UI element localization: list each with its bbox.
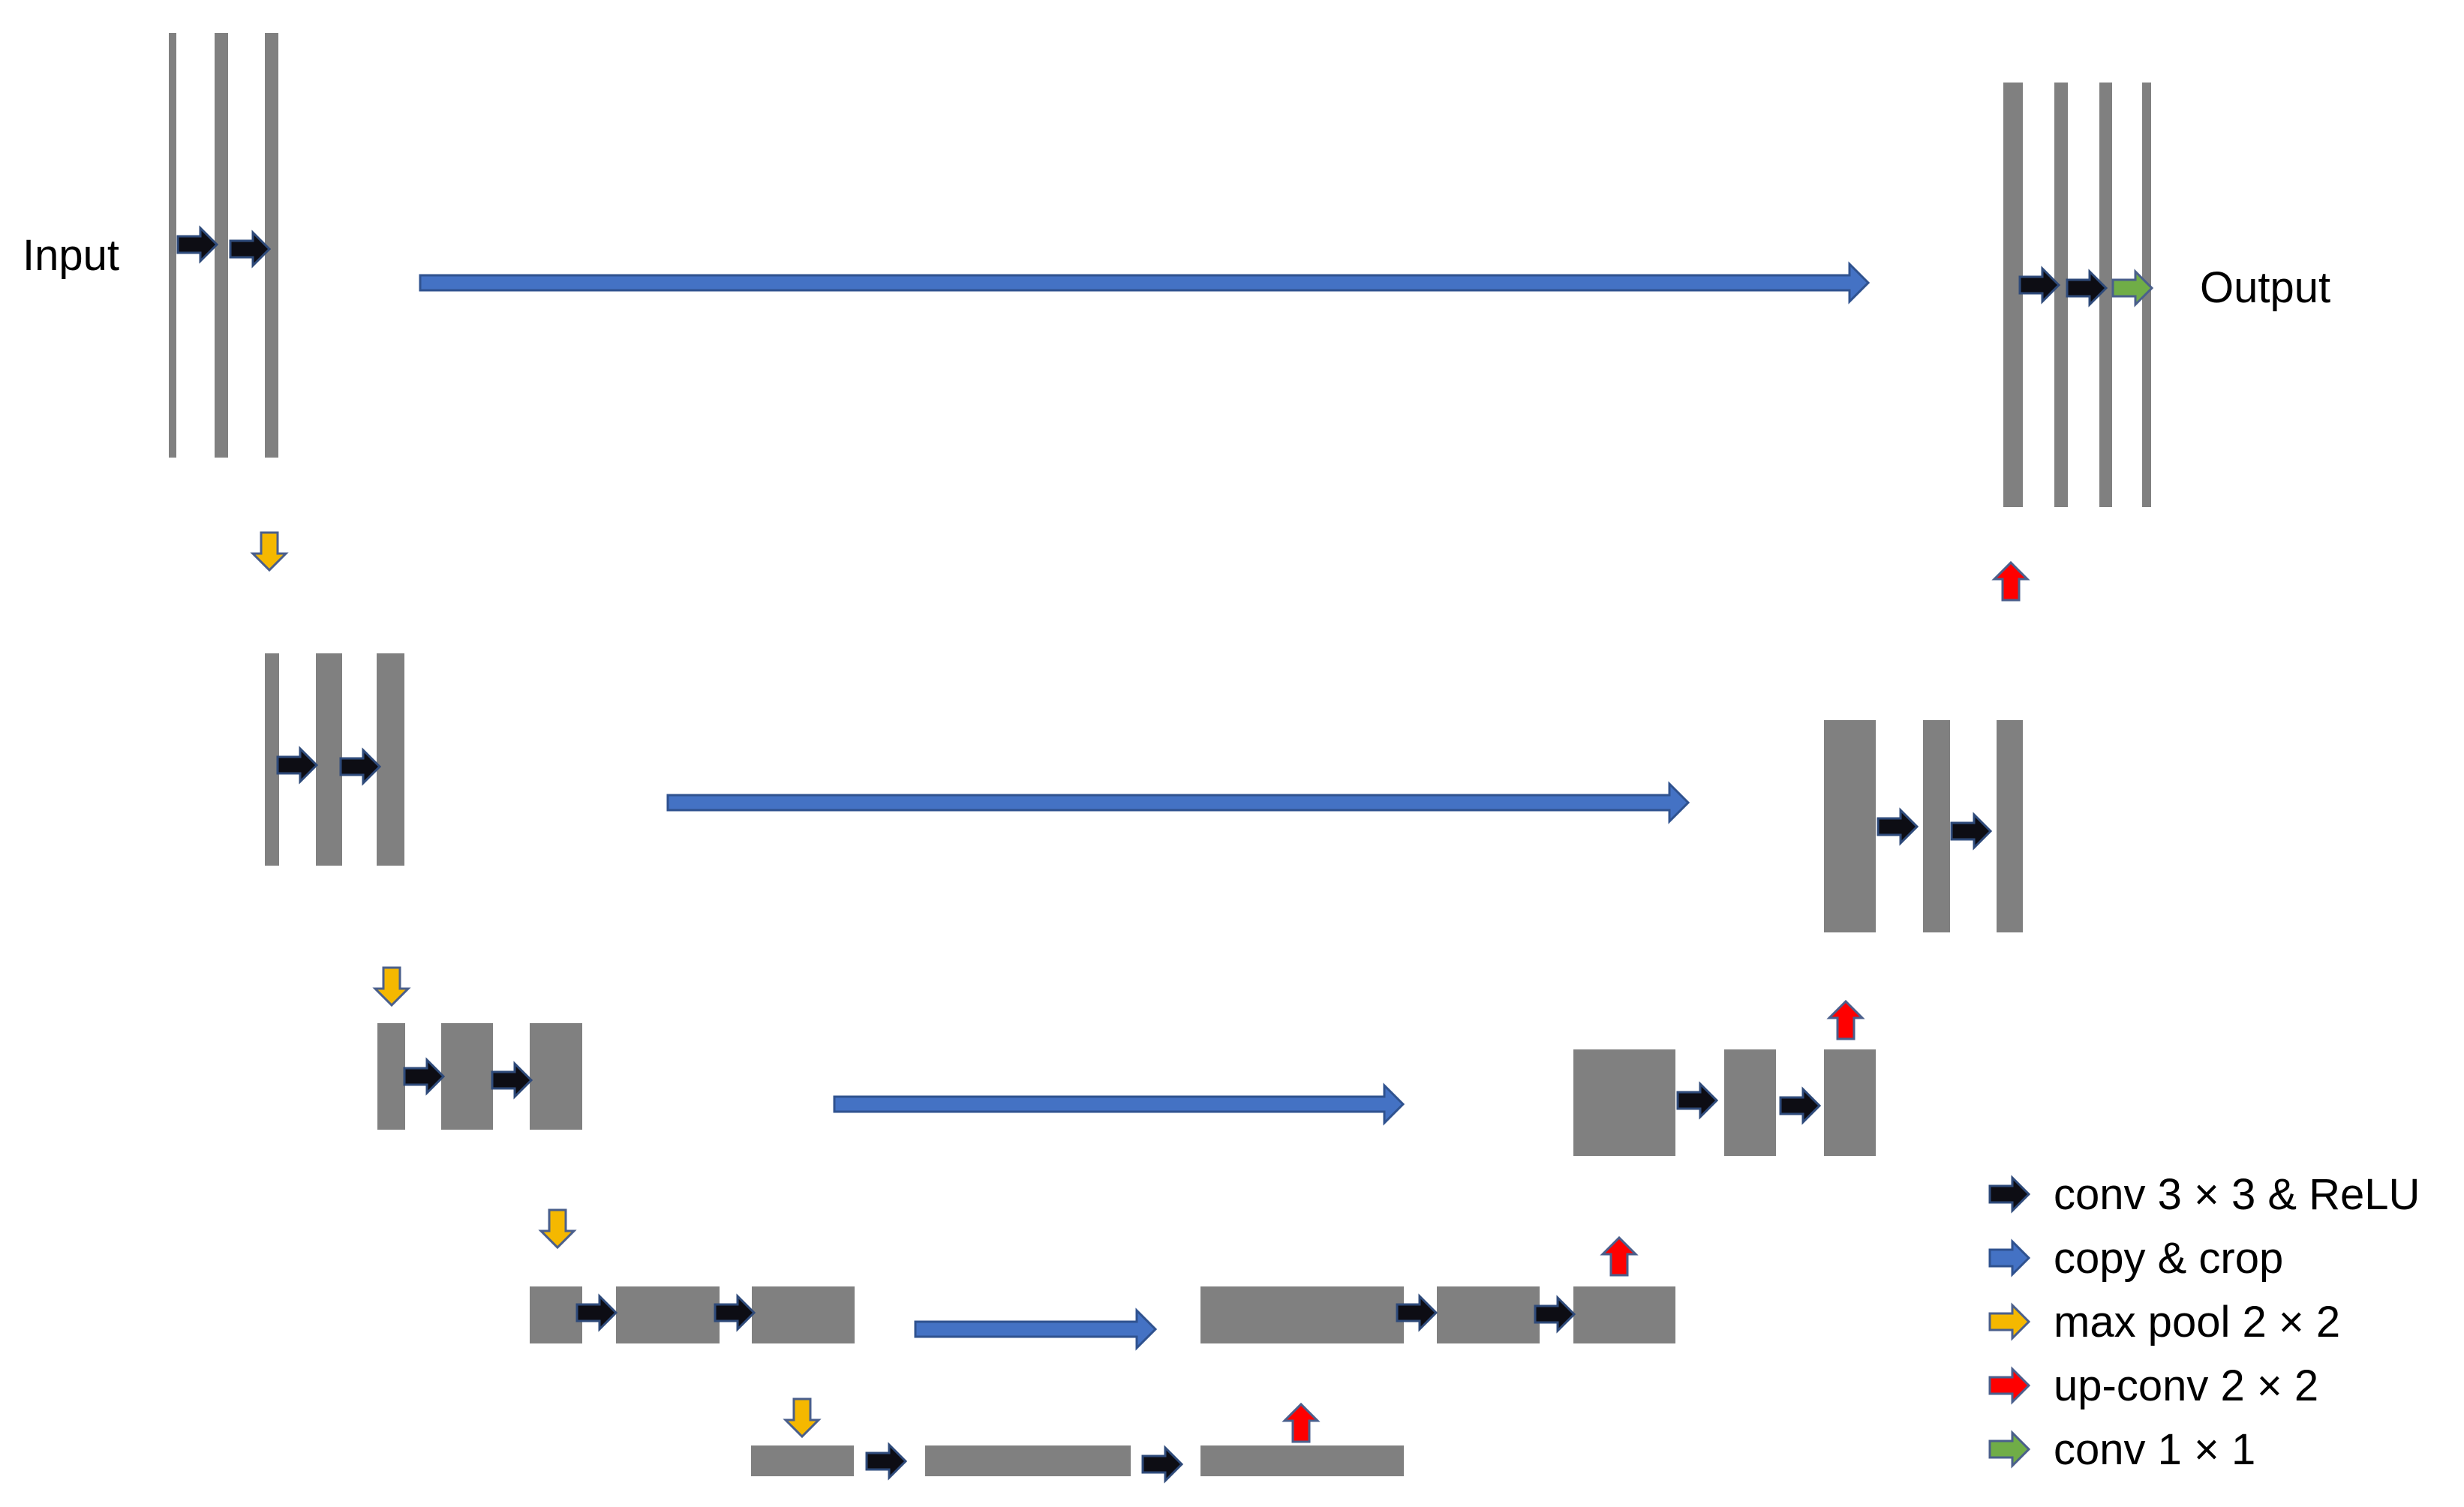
upconv-arrow-icon: [1828, 1000, 1864, 1040]
decoder-level-4: [1200, 1236, 1675, 1343]
conv-arrow-icon: [2018, 267, 2060, 303]
conv-arrow-icon: [865, 1443, 907, 1479]
bottleneck: [751, 1403, 1404, 1482]
conv-arrow-icon: [176, 227, 218, 263]
legend-item: up-conv 2 × 2: [1988, 1361, 2318, 1410]
feature-map: [441, 1023, 493, 1130]
copy-crop-arrow: [419, 261, 1871, 305]
feature-map: [751, 1445, 854, 1476]
feature-map: [1824, 720, 1876, 932]
conv-arrow-icon: [575, 1295, 618, 1331]
upconv-arrow-icon: [1993, 561, 2029, 602]
feature-map: [1437, 1286, 1540, 1343]
feature-map: [1573, 1286, 1675, 1343]
conv-arrow-icon: [1877, 809, 1919, 845]
maxpool-arrow-icon: [374, 966, 410, 1007]
copy-crop-arrow: [914, 1307, 1158, 1351]
conv-arrow-icon: [229, 231, 271, 267]
feature-map: [752, 1286, 855, 1343]
conv-arrow-icon: [1676, 1082, 1718, 1118]
feature-map: [316, 653, 342, 866]
legend-label: up-conv 2 × 2: [2054, 1361, 2318, 1410]
feature-map: [1923, 720, 1950, 932]
feature-map: [265, 33, 278, 458]
legend-arrow-icon: [1988, 1302, 2031, 1341]
maxpool-arrow-icon: [539, 1208, 575, 1249]
feature-map: [2099, 83, 2112, 507]
copy-crop-arrow: [833, 1082, 1405, 1126]
feature-map: [1200, 1286, 1404, 1343]
upconv-arrow-icon: [1601, 1236, 1637, 1277]
legend-label: conv 1 × 1: [2054, 1425, 2255, 1474]
encoder-level-3: [377, 1023, 582, 1130]
conv-arrow-icon: [1950, 813, 1992, 849]
legend-item: max pool 2 × 2: [1988, 1298, 2340, 1346]
feature-map: [265, 653, 279, 866]
legend-item: conv 3 × 3 & ReLU: [1988, 1170, 2420, 1219]
output-label: Output: [2200, 263, 2330, 312]
legend-item: conv 1 × 1: [1988, 1425, 2255, 1474]
feature-map: [1573, 1049, 1675, 1156]
decoder-level-2: [1824, 561, 2029, 932]
conv-arrow-icon: [276, 747, 318, 783]
copy-crop-arrow: [666, 781, 1690, 824]
conv-arrow-icon: [403, 1058, 445, 1094]
legend-label: copy & crop: [2054, 1234, 2283, 1283]
upconv-arrow-icon: [1283, 1403, 1319, 1443]
legend-arrow-icon: [1988, 1430, 2031, 1469]
conv-arrow-icon: [714, 1295, 756, 1331]
feature-map: [377, 653, 404, 866]
conv-arrow-icon: [491, 1062, 533, 1098]
encoder-level-4: [530, 1286, 855, 1343]
conv-arrow-icon: [339, 749, 381, 785]
feature-map: [1997, 720, 2023, 932]
legend: conv 3 × 3 & ReLU copy & crop max pool 2 ×…: [1988, 1170, 2420, 1474]
input-label: Input: [23, 231, 119, 280]
legend-arrow-icon: [1988, 1366, 2031, 1405]
feature-map: [1200, 1445, 1404, 1476]
legend-arrow-icon: [1988, 1175, 2031, 1214]
feature-map: [2003, 83, 2023, 507]
maxpool-arrow-icon: [251, 531, 287, 572]
feature-map: [530, 1023, 582, 1130]
encoder-level-2: [265, 653, 404, 866]
skip-connections: [419, 261, 1871, 1351]
decoder-level-1: [2003, 83, 2153, 507]
maxpool-arrow-icon: [784, 1397, 820, 1438]
conv-arrow-icon: [1141, 1446, 1183, 1482]
legend-label: max pool 2 × 2: [2054, 1298, 2340, 1346]
feature-map: [215, 33, 228, 458]
feature-map: [1824, 1049, 1876, 1156]
conv-arrow-icon: [1534, 1296, 1576, 1332]
encoder-level-1: [169, 33, 278, 458]
legend-label: conv 3 × 3 & ReLU: [2054, 1170, 2420, 1219]
feature-map: [530, 1286, 582, 1343]
feature-map: [616, 1286, 720, 1343]
feature-map: [169, 33, 176, 458]
feature-map: [377, 1023, 405, 1130]
feature-map: [925, 1445, 1131, 1476]
decoder-level-3: [1573, 1000, 1876, 1156]
feature-map: [1724, 1049, 1776, 1156]
legend-arrow-icon: [1988, 1238, 2031, 1277]
conv-arrow-icon: [1779, 1088, 1821, 1124]
legend-item: copy & crop: [1988, 1234, 2283, 1283]
feature-map: [2054, 83, 2068, 507]
